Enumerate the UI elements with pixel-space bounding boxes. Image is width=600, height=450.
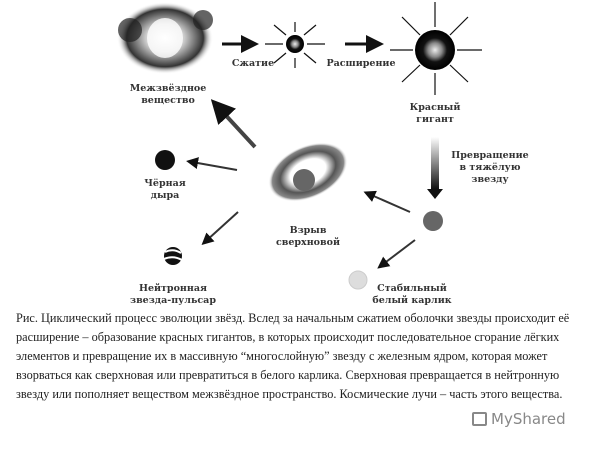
supernova-icon (268, 142, 348, 202)
interstellar-cloud-icon (117, 2, 213, 74)
label-expansion: Расширение (326, 58, 395, 69)
label-black-hole-2: дыра (151, 190, 180, 201)
protostar-icon (265, 22, 325, 68)
black-hole-icon (155, 150, 175, 170)
label-heavy-2: в тяжёлую (460, 162, 521, 173)
label-heavy-3: звезду (471, 174, 508, 185)
label-white-dwarf-1: Стабильный (377, 283, 447, 294)
watermark-text: MyShared (491, 410, 566, 428)
presentation-icon (472, 412, 487, 426)
label-interstellar-2: вещество (141, 95, 195, 106)
arrow-to-heavy-star (431, 137, 439, 189)
heavy-star-icon (423, 211, 443, 231)
label-supernova-2: сверхновой (276, 237, 340, 248)
watermark: MyShared (472, 410, 566, 428)
label-white-dwarf-2: белый карлик (372, 295, 451, 305)
arrow-to-black-hole (186, 157, 238, 171)
arrow-to-interstellar (210, 99, 257, 149)
neutron-star-icon (163, 247, 183, 265)
arrow-to-white-dwarf (377, 239, 416, 269)
white-dwarf-icon (348, 270, 368, 290)
label-red-giant-1: Красный (410, 102, 461, 113)
label-supernova-1: Взрыв (290, 225, 327, 236)
red-giant-icon (390, 2, 482, 95)
label-red-giant-2: гигант (416, 114, 454, 125)
label-neutron-2: звезда-пульсар (130, 295, 216, 305)
label-compression: Сжатие (232, 58, 274, 69)
arrow-to-neutron (201, 211, 239, 246)
arrow-heavy-to-supernova (363, 190, 411, 213)
label-neutron-1: Нейтронная (139, 283, 207, 294)
label-interstellar-1: Межзвёздное (130, 83, 207, 94)
star-evolution-diagram: Межзвёздное вещество Сжатие Расширение К… (117, 2, 529, 305)
label-black-hole-1: Чёрная (144, 178, 186, 189)
label-heavy-1: Превращение (451, 150, 528, 161)
figure-caption: Рис. Циклический процесс эволюции звёзд.… (16, 311, 570, 401)
